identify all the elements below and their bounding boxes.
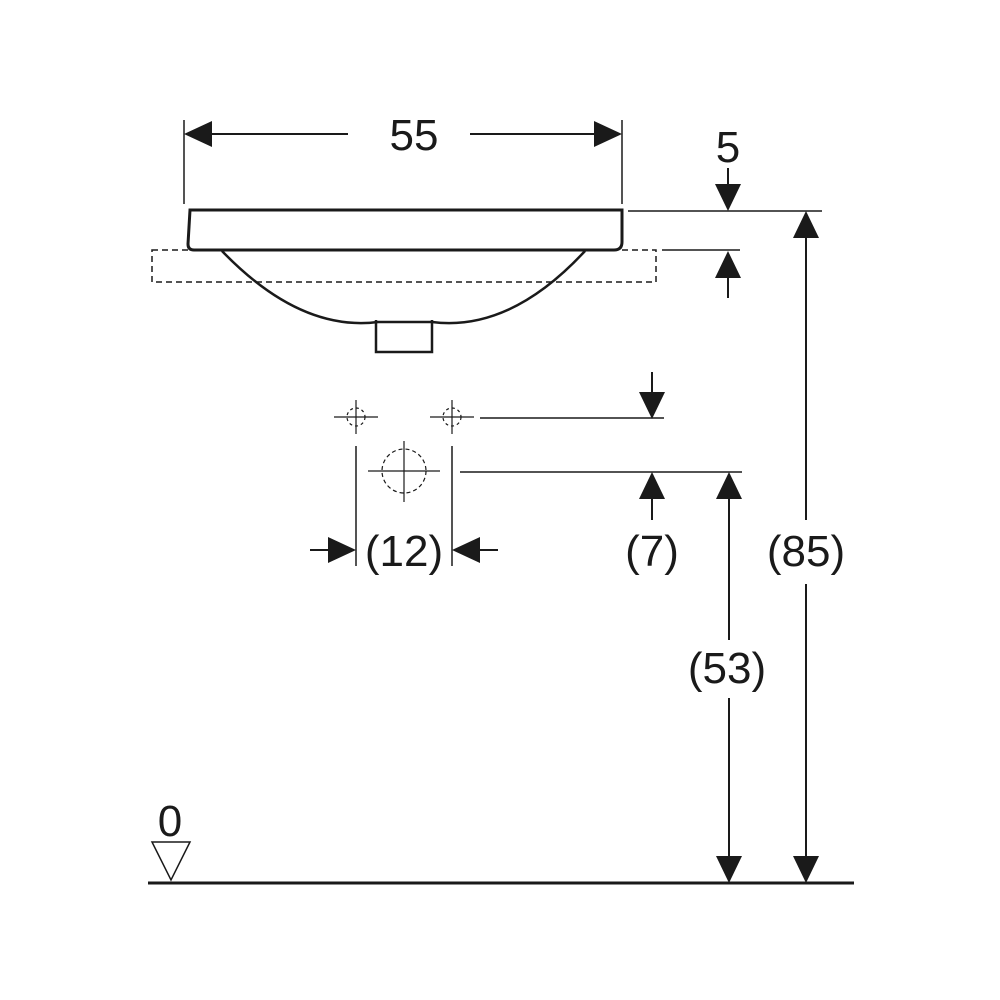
countertop-outline — [151, 249, 657, 283]
basin-rim — [186, 208, 624, 252]
basin-outlet — [374, 320, 434, 354]
rim-arrow-up — [715, 251, 741, 278]
offset-arrow-up — [639, 472, 665, 499]
rim-arrow-down — [715, 184, 741, 211]
waste-height-arrow-down — [716, 856, 742, 883]
floor-level-triangle-icon — [150, 841, 192, 882]
width-arrow-right — [594, 121, 622, 147]
tap-holes — [334, 400, 474, 434]
waste-symbol — [368, 441, 440, 502]
offset-arrow-down — [639, 392, 665, 419]
floor-level: 0 — [148, 797, 854, 885]
tap-spacing-dimension: (12) — [310, 446, 498, 576]
offset-dimension: (7) — [460, 372, 742, 576]
total-height-label: (85) — [767, 527, 845, 576]
total-height-dimension: (85) — [767, 211, 845, 883]
width-dimension: 55 — [183, 111, 623, 204]
basin — [151, 208, 657, 354]
tap-spacing-arrow-right — [452, 537, 480, 563]
tap-hole-left-symbol — [334, 400, 378, 434]
basin-bowl — [221, 250, 586, 325]
rim-thickness-label: 5 — [716, 123, 740, 172]
width-label: 55 — [390, 111, 439, 160]
waste-height-arrow-up — [716, 472, 742, 499]
width-arrow-left — [184, 121, 212, 147]
rim-thickness-dimension: 5 — [628, 123, 822, 298]
waste-height-label: (53) — [688, 644, 766, 693]
tap-hole-right-symbol — [430, 400, 474, 434]
waste-height-dimension: (53) — [688, 472, 766, 883]
offset-label: (7) — [625, 527, 679, 576]
tap-spacing-arrow-left — [328, 537, 356, 563]
tap-spacing-label: (12) — [365, 527, 443, 576]
total-height-arrow-down — [793, 856, 819, 883]
floor-level-label: 0 — [158, 797, 182, 846]
total-height-arrow-up — [793, 211, 819, 238]
